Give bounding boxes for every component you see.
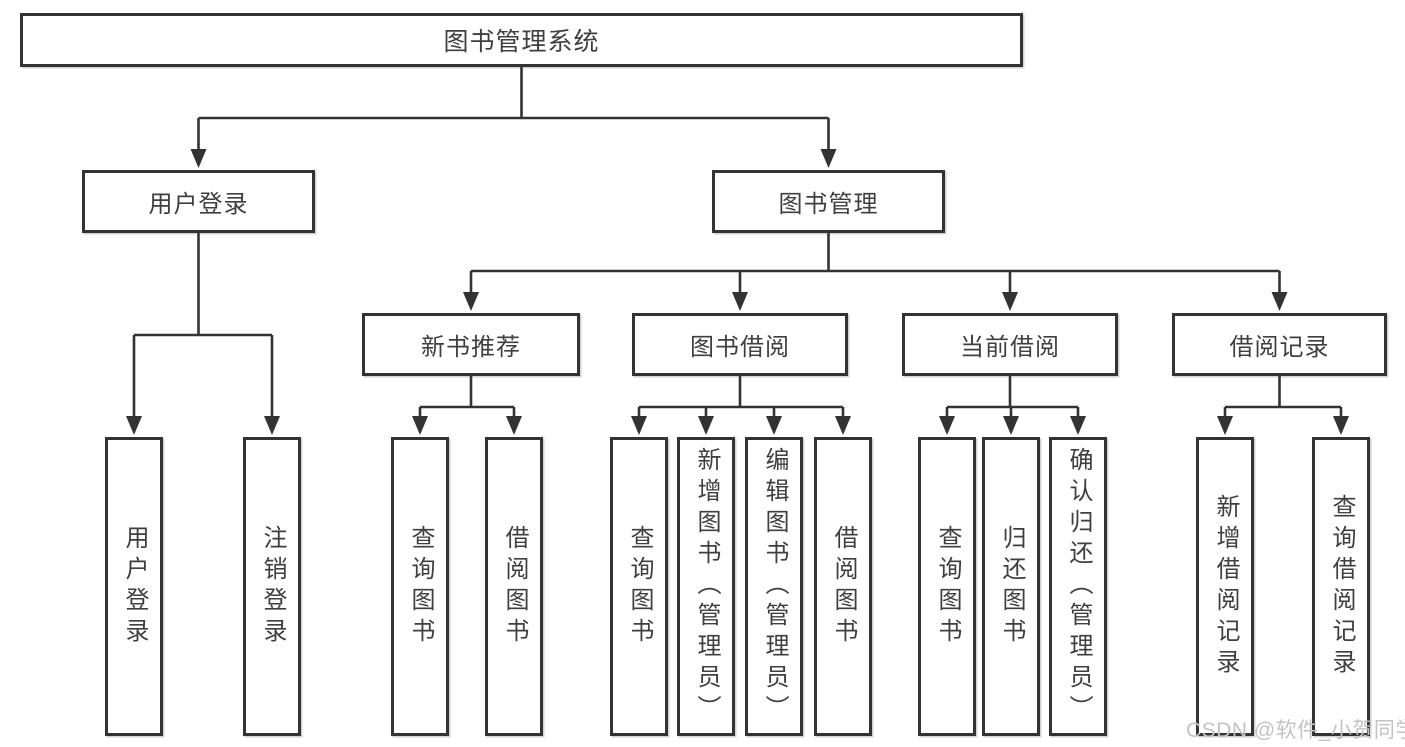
leaf-query-borrow-record: 查询借阅记录	[1312, 437, 1370, 736]
connector-newbook-to-leaves	[418, 376, 516, 417]
connector-current-to-leaves	[945, 376, 1080, 417]
csdn-watermark: CSDN @软件_小贺同学	[1186, 719, 1405, 742]
node-root-system: 图书管理系统	[20, 13, 1023, 67]
node-current-borrowing: 当前借阅	[902, 313, 1118, 376]
leaf-logout: 注销登录	[243, 437, 301, 736]
connector-borrow-to-leaves	[637, 376, 845, 417]
leaf-confirm-return-admin: 确认归还（管理员）	[1049, 437, 1107, 736]
leaf-user-login: 用户登录	[105, 437, 163, 736]
arrowheads	[126, 149, 1349, 435]
node-user-login-branch: 用户登录	[82, 170, 315, 233]
connector-root-to-level2	[197, 67, 830, 150]
leaf-query-book-current: 查询图书	[918, 437, 976, 736]
leaf-borrow-book-recommend: 借阅图书	[485, 437, 543, 736]
leaf-add-borrow-record: 新增借阅记录	[1196, 437, 1254, 736]
leaf-edit-book-admin: 编辑图书（管理员）	[745, 437, 803, 736]
connector-bookmgmt-to-level3	[469, 233, 1281, 293]
node-book-borrowing: 图书借阅	[632, 313, 848, 376]
node-borrowing-records: 借阅记录	[1172, 313, 1387, 376]
leaf-borrow-book: 借阅图书	[814, 437, 872, 736]
leaf-query-book-recommend: 查询图书	[391, 437, 449, 736]
connector-userlogin-to-leaves	[132, 233, 274, 417]
connector-records-to-leaves	[1223, 376, 1343, 417]
leaf-return-book: 归还图书	[982, 437, 1040, 736]
leaf-add-book-admin: 新增图书（管理员）	[677, 437, 735, 736]
node-new-book-recommendation: 新书推荐	[362, 313, 580, 376]
node-book-management-branch: 图书管理	[712, 170, 945, 233]
leaf-query-book-borrowing: 查询图书	[610, 437, 668, 736]
